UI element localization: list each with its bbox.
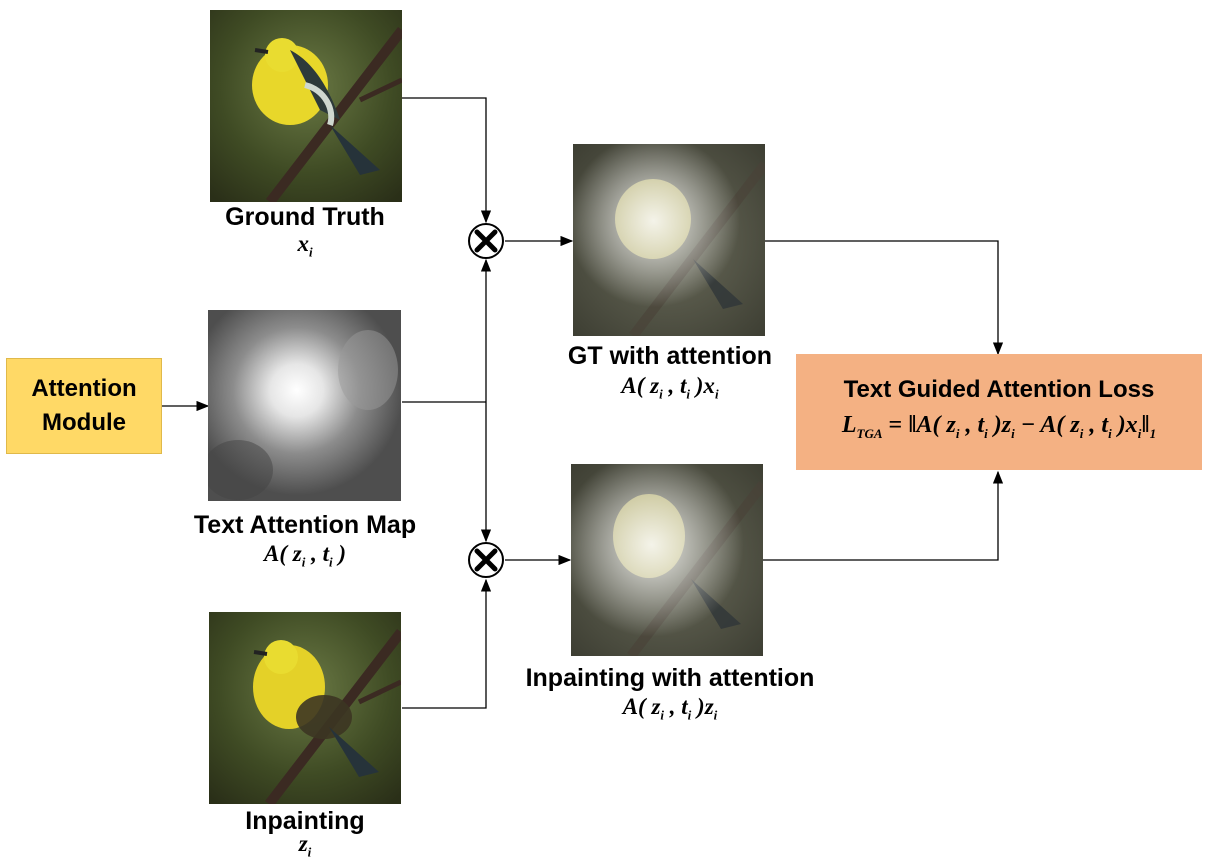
attention-module-box: Attention Module [6,358,162,454]
text-attention-map-symbol: A( zi , ti ) [263,541,346,570]
inpainting-label: Inpainting [245,807,365,835]
gt-with-attention-image [573,144,765,336]
gt-with-attention-formula: A( zi , ti )xi [621,373,719,402]
loss-formula: LTGA = ‖A( zi , ti )zi − A( zi , ti )xi‖… [841,411,1157,441]
attention-module-label-2: Module [42,409,126,436]
inpainting-with-attention-image [571,464,763,656]
gt-to-mult-line [402,97,492,224]
inpaint-to-mult-line [402,578,492,709]
attention-module-label-1: Attention [31,375,137,402]
loss-box: Text Guided Attention Loss LTGA = ‖A( zi… [796,354,1202,470]
text-attention-map-image [208,310,401,501]
inpainting-symbol: zi [298,831,312,860]
loss-title: Text Guided Attention Loss [843,375,1155,403]
ground-truth-symbol: xi [297,231,313,260]
ground-truth-label: Ground Truth [225,203,385,231]
inpainting-with-attention-label: Inpainting with attention [525,664,815,692]
text-attention-map-label: Text Attention Map [193,511,417,539]
inpainting-image [209,612,401,804]
multiply-icon [468,542,504,578]
ground-truth-image [210,10,402,202]
gt-with-attention-label: GT with attention [567,342,773,370]
multiply-icon [468,223,504,259]
inpatt-to-loss-line [763,470,1004,561]
inpainting-with-attention-formula: A( zi , ti )zi [622,694,718,723]
gtatt-to-loss-line [765,240,1004,356]
